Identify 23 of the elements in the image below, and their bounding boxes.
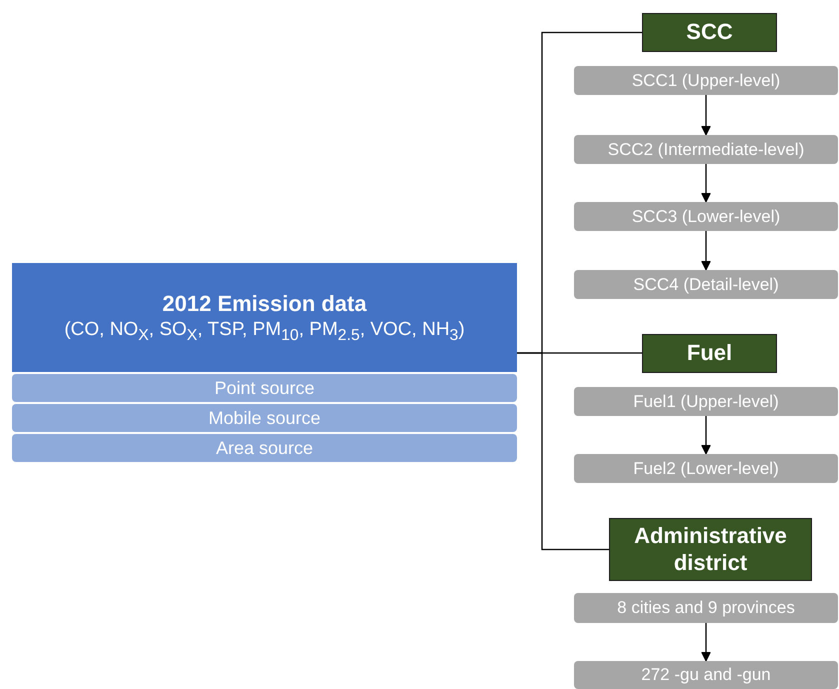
arrow [701, 416, 711, 454]
level-box: SCC1 (Upper-level) [574, 66, 838, 95]
arrow [701, 95, 711, 136]
arrow [701, 164, 711, 202]
source-box: Mobile source [12, 404, 517, 432]
level-box: Fuel2 (Lower-level) [574, 454, 838, 483]
connector-line [517, 352, 609, 550]
arrow [701, 231, 711, 270]
pollutant-list: (CO, NO$_{X}$, SO$_{X}$, TSP, PM$_{10}$, PM$_{2.5}$, VOC, NH$_{3}$) [64, 318, 465, 344]
level-box: SCC2 (Intermediate-level) [574, 135, 838, 164]
level-box: SCC4 (Detail-level) [574, 270, 838, 299]
arrow [701, 623, 711, 662]
source-box: Area source [12, 434, 517, 462]
level-box: 8 cities and 9 provinces [574, 593, 838, 623]
level-box: Fuel1 (Upper-level) [574, 387, 838, 416]
level-box: SCC3 (Lower-level) [574, 202, 838, 231]
source-box: Point source [12, 374, 517, 402]
level-box: 272 -gu and -gun [574, 661, 838, 689]
category-box: Administrative district [609, 518, 812, 581]
data-box [12, 263, 517, 372]
category-box: Fuel [642, 334, 777, 373]
category-box: SCC [642, 13, 777, 52]
node-title: 2012 Emission data [162, 290, 367, 317]
